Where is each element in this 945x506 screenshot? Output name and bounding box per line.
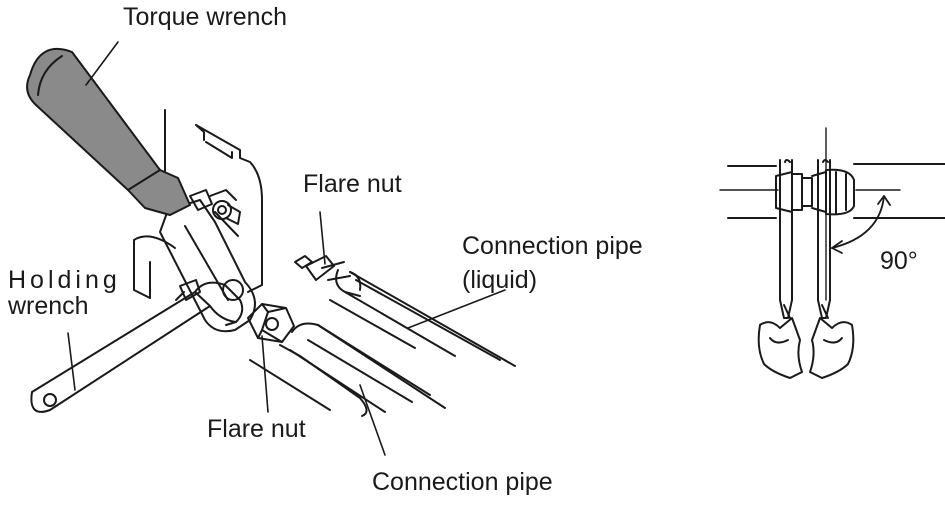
torque-wrench-handle: [26, 47, 191, 216]
label-holding-wrench-2: wrench: [8, 292, 89, 320]
label-torque-wrench: Torque wrench: [123, 3, 287, 31]
label-flare-nut-bottom: Flare nut: [207, 415, 306, 443]
holding-wrench: [30, 279, 244, 413]
label-flare-nut-top: Flare nut: [303, 170, 402, 198]
connection-pipe: [249, 322, 446, 417]
bracket-fittings: [209, 189, 241, 225]
right-detail-view: [719, 127, 945, 379]
label-connection-pipe-liquid-1: Connection pipe: [462, 232, 643, 260]
torque-wrench-head: [159, 189, 256, 333]
mounting-bracket: [133, 109, 263, 299]
label-connection-pipe: Connection pipe: [372, 468, 553, 496]
label-angle: 90°: [880, 247, 918, 275]
label-connection-pipe-liquid-2: (liquid): [462, 266, 538, 294]
leader-lines: [67, 41, 506, 456]
flare-nut-hex: [247, 303, 295, 343]
label-holding-wrench-1: Holding: [8, 266, 121, 294]
